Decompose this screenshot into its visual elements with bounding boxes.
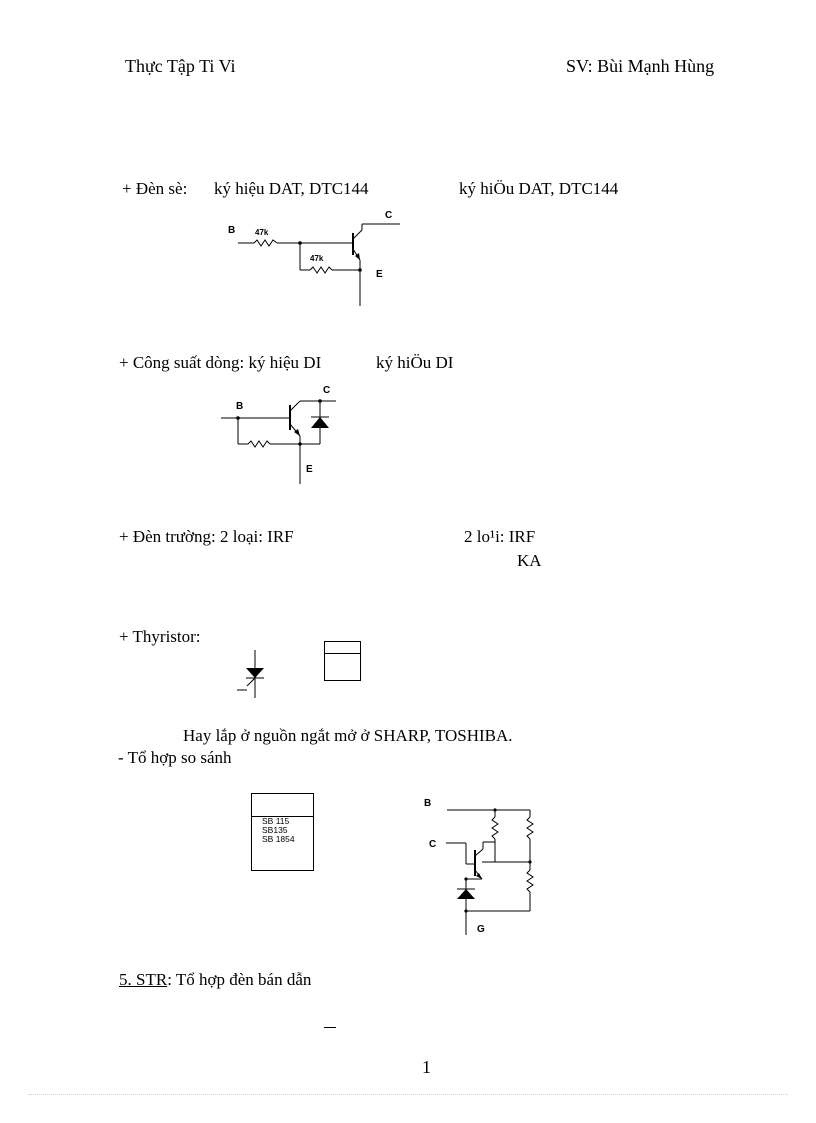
chip-line-3: SB 1854 — [262, 834, 295, 844]
thyristor-box — [324, 641, 361, 681]
chip-box: SB 115 SB135 SB 1854 — [251, 793, 314, 871]
den-se-symbol-text: ký hiệu DAT, DTC144 — [214, 179, 369, 198]
to-hop-label-g: G — [477, 924, 485, 935]
den-se-label-e: E — [376, 269, 383, 280]
den-truong-alt-line1: 2 lo¹i: IRF — [464, 527, 536, 546]
chip-line-1: SB 115 — [262, 816, 290, 826]
page-number: 1 — [422, 1057, 431, 1077]
str-title: : Tổ hợp đèn bán dẫn — [167, 970, 312, 989]
chip-line-2: SB135 — [262, 825, 288, 835]
den-se-resistor-1-label: 47k — [255, 228, 269, 237]
den-se-label-c: C — [385, 210, 393, 221]
cong-suat-symbol-text-alt: ký hiÖu DI — [376, 353, 454, 372]
to-hop-label-b: B — [424, 798, 432, 809]
str-number: 5. STR — [119, 970, 168, 989]
cong-suat-label-c: C — [323, 385, 331, 396]
str-heading: 5. STR: Tổ hợp đèn bán dẫn — [119, 971, 311, 988]
cong-suat-label-b: B — [236, 401, 244, 412]
note-text: Hay lắp ở nguồn ngắt mở ở SHARP, TOSHIBA… — [183, 726, 513, 745]
header-left: Thực Tập Ti Vi — [125, 56, 236, 76]
den-truong-heading: + Đèn trường: 2 loại: IRF — [119, 527, 294, 546]
cong-suat-label-e: E — [306, 464, 313, 475]
page-bottom-divider — [28, 1094, 788, 1095]
den-se-label-b: B — [228, 225, 236, 236]
thyristor-heading: + Thyristor: — [119, 627, 201, 646]
to-hop-heading: - Tổ hợp so sánh — [118, 748, 232, 767]
to-hop-label-c: C — [429, 839, 437, 850]
header-right: SV: Bùi Mạnh Hùng — [566, 56, 715, 76]
den-se-heading: + Đèn sè: — [122, 179, 188, 198]
str-dash — [324, 1027, 336, 1028]
den-se-resistor-2-label: 47k — [310, 254, 324, 263]
den-se-symbol-text-alt: ký hiÖu DAT, DTC144 — [459, 179, 619, 198]
den-truong-alt-line2: KA — [517, 551, 542, 570]
cong-suat-heading: + Công suất dòng: ký hiệu DI — [119, 353, 322, 372]
